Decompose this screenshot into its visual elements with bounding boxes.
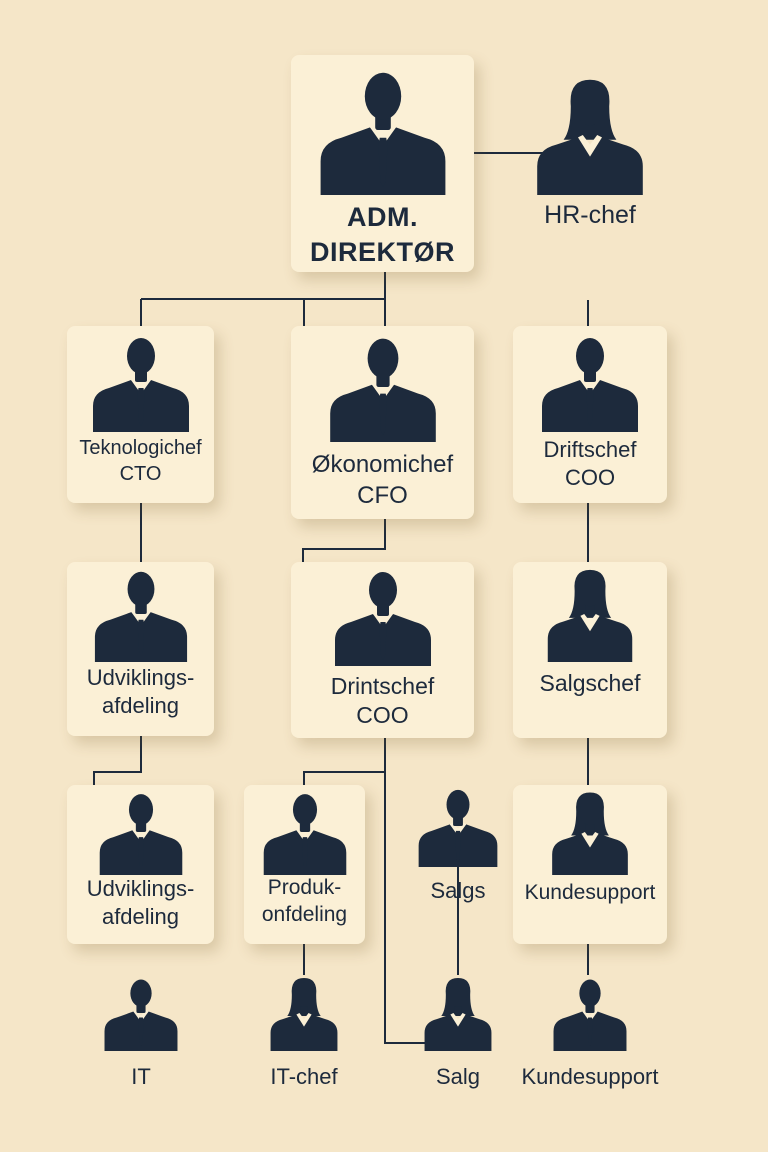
development-label-2: Udviklings-afdeling [86,876,195,930]
support-label: Kundesupport [524,881,656,904]
sales-chief-label: Salgschef [539,670,641,696]
support-node-2: Kundesupport [505,975,675,1095]
man-icon [540,332,640,432]
production-card: Produk-onfdeling [244,785,365,944]
connector-coo2-salg [384,738,430,1044]
man-icon [262,789,348,875]
development-card-2: Udviklings-afdeling [67,785,214,944]
man-icon [328,332,438,442]
man-icon [93,566,189,662]
man-icon [318,65,448,195]
it-chief-label: IT-chef [270,1064,338,1089]
sales-chief-card: Salgschef [513,562,667,738]
it-chief-node: IT-chef [244,975,364,1095]
it-label: IT [131,1064,151,1089]
connector-cfo-coo2 [302,519,386,562]
hr-chief-node: HR-chef [510,75,670,235]
woman-icon [547,789,633,875]
support-label-2: Kundesupport [521,1064,659,1089]
sales-label: Salgs [430,878,486,903]
connector-dev-dev [93,736,142,785]
man-icon [91,332,191,432]
sales-node: Salgs [408,785,508,915]
support-card: Kundesupport [513,785,667,944]
man-icon [103,975,179,1051]
woman-icon [266,975,342,1051]
man-icon [98,789,184,875]
woman-icon [530,75,650,195]
ceo-card: ADM.DIREKTØR [291,55,474,272]
sales-node-2: Salg [408,975,508,1095]
development-card: Udviklings-afdeling [67,562,214,736]
ceo-label: ADM.DIREKTØR [310,202,455,267]
woman-icon [420,975,496,1051]
man-icon [417,785,499,867]
it-node: IT [91,975,191,1095]
connector-coo2-production [303,738,386,785]
man-icon [333,566,433,666]
hr-chief-label: HR-chef [544,201,636,229]
development-label: Udviklings-afdeling [86,665,195,719]
woman-icon [542,566,638,662]
production-label: Produk-onfdeling [261,876,348,926]
sales-label-2: Salg [435,1064,481,1089]
man-icon [552,975,628,1051]
